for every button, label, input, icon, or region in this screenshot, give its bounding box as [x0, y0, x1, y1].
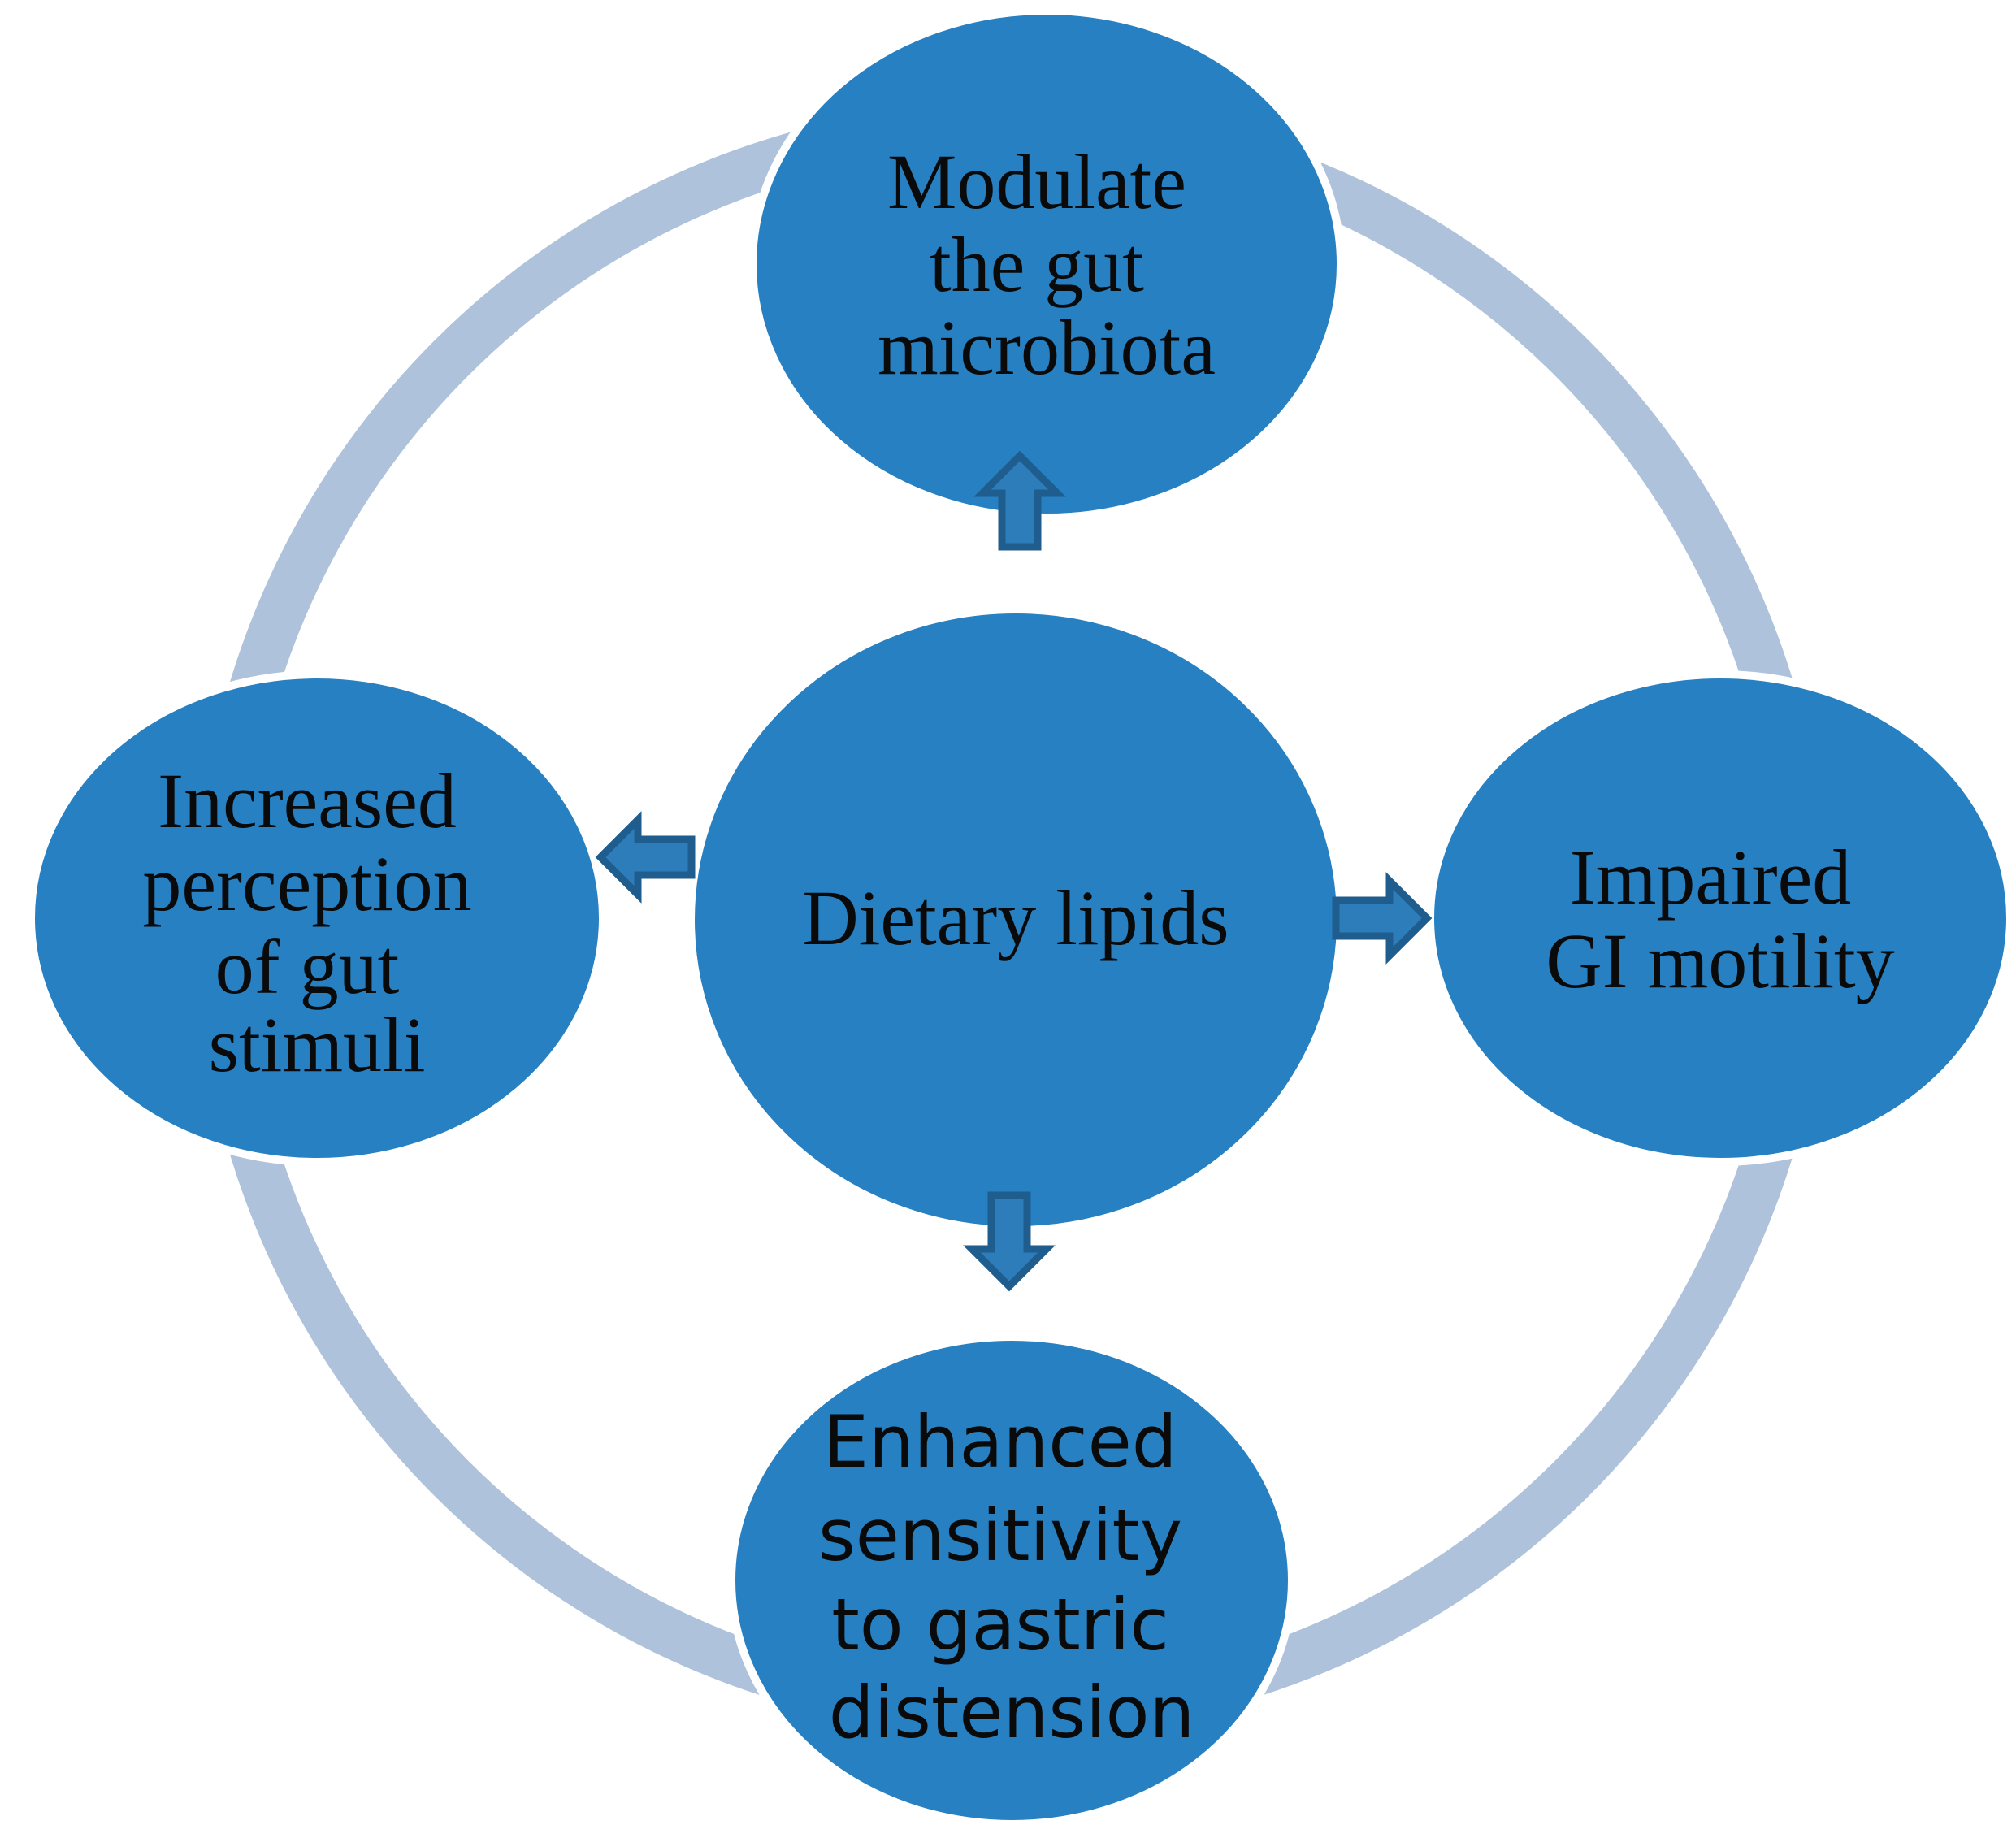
node-bottom-line-1: Enhanced [823, 1400, 1177, 1484]
arrow-down-outline-icon [963, 1191, 1056, 1292]
node-right-line-2: GI motility [1546, 917, 1894, 1004]
arrow-left-outline-icon [595, 811, 696, 904]
node-left-circle [27, 670, 607, 1166]
node-right: Impaired GI motility [1426, 670, 2014, 1166]
node-top-circle [748, 7, 1345, 522]
node-top: Modulate the gut microbiota [748, 7, 1345, 522]
node-left-line-2: perception [142, 840, 471, 927]
node-right-label: Impaired GI motility [1546, 834, 1894, 1004]
arrow-up-outline-icon [973, 450, 1066, 551]
node-left-label: Increased perception of gut stimuli [142, 757, 491, 1088]
node-left-line-1: Increased [158, 757, 457, 844]
node-bottom: Enhanced sensitivity to gastric distensi… [727, 1333, 1296, 1825]
node-bottom-line-4: distension [829, 1671, 1194, 1754]
node-bottom-circle [727, 1333, 1296, 1825]
node-left: Increased perception of gut stimuli [27, 670, 607, 1166]
center-node: Dietary lipids [687, 605, 1345, 1234]
arrow-left-shape [595, 811, 696, 904]
node-top-line-1: Modulate [887, 138, 1186, 225]
node-bottom-line-3: to gastric [831, 1583, 1168, 1667]
node-bottom-label: Enhanced sensitivity to gastric distensi… [818, 1400, 1205, 1754]
arrow-right-shape [1332, 872, 1433, 965]
node-top-line-2: the gut [930, 221, 1144, 308]
arrow-up-shape [973, 450, 1066, 551]
node-top-line-3: microbiota [878, 304, 1216, 391]
node-right-line-1: Impaired [1570, 834, 1852, 921]
arrow-right-outline-icon [1332, 872, 1433, 965]
arrow-down-shape [963, 1191, 1056, 1292]
node-left-line-3: of gut [215, 923, 400, 1010]
node-top-label: Modulate the gut microbiota [878, 138, 1216, 391]
node-bottom-line-2: sensitivity [818, 1493, 1182, 1577]
center-node-label: Dietary lipids [802, 874, 1229, 961]
node-left-line-4: stimuli [209, 1001, 426, 1088]
